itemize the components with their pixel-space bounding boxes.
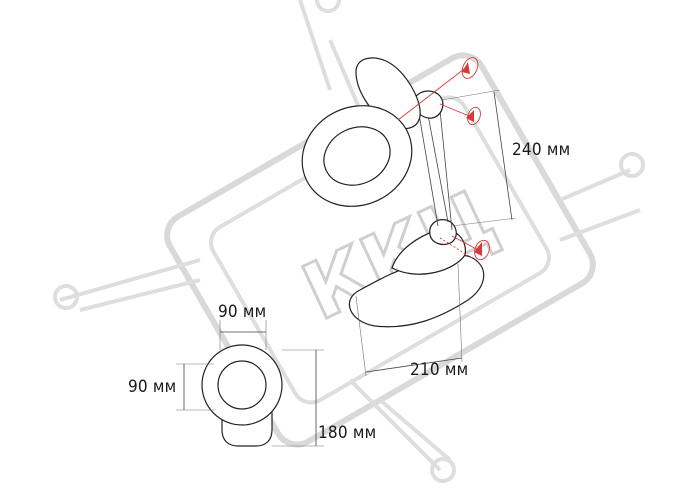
front-lens-glass (217, 360, 267, 410)
lamp-front-view: 90 мм 90 мм 180 мм (128, 302, 376, 447)
lens-height-label: 90 мм (128, 377, 176, 397)
arm-height-dimension: 240 мм (441, 89, 570, 227)
base-length-label: 210 мм (410, 360, 468, 380)
lamp-arm-rod-2 (425, 103, 449, 223)
front-height-dimension: 180 мм (272, 349, 376, 447)
lamp-side-view: 240 мм 210 мм (301, 57, 570, 380)
lamp-lower-joint (429, 219, 457, 245)
lens-width-label: 90 мм (218, 302, 266, 322)
arm-height-label: 240 мм (512, 140, 570, 160)
front-height-label: 180 мм (318, 423, 376, 443)
watermark: ККЦ (53, 0, 645, 483)
lens-height-dimension: 90 мм (128, 363, 214, 411)
lamp-arm-rod-1 (417, 107, 439, 227)
rotation-arrows (397, 57, 490, 261)
base-length-dimension: 210 мм (355, 263, 468, 380)
lamp-lens-glass (323, 126, 391, 186)
lens-width-dimension: 90 мм (218, 302, 267, 350)
lamp-arm-rod-3 (439, 109, 453, 231)
